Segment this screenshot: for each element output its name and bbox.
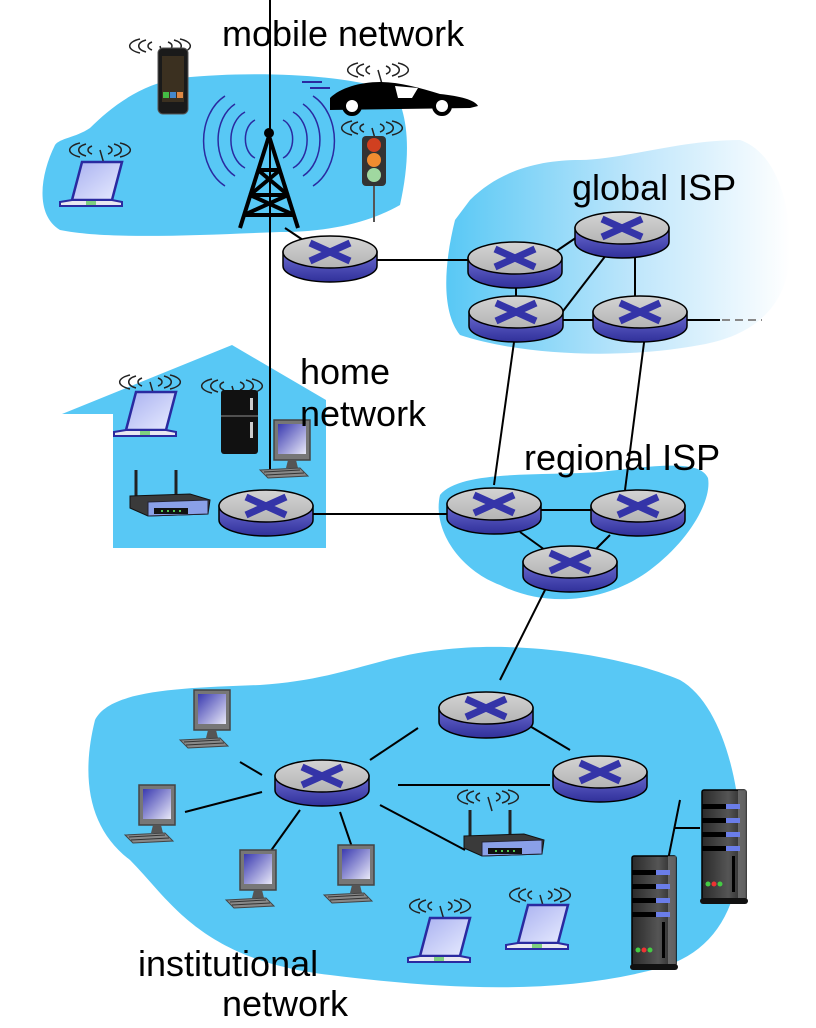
router-icon[interactable] xyxy=(219,490,313,536)
label-regional-isp: regional ISP xyxy=(524,437,720,478)
router-icon[interactable] xyxy=(469,296,563,342)
label-home-line2: network xyxy=(300,393,427,434)
link-global-4-regional-2 xyxy=(624,334,646,491)
link-inst-1-3 xyxy=(527,724,571,751)
server-1-icon xyxy=(629,855,679,971)
router-icon[interactable] xyxy=(283,236,377,282)
server-2-icon xyxy=(699,789,749,905)
refrigerator-icon xyxy=(200,378,264,454)
link-inst-2-desk2 xyxy=(184,791,263,813)
link-inst-2-ap xyxy=(379,804,466,851)
router-icon[interactable] xyxy=(553,756,647,802)
link-inst-2-desk3 xyxy=(269,809,301,853)
cell-tower-icon xyxy=(202,95,336,229)
label-institutional-line2: network xyxy=(222,983,349,1024)
link-global-2-3 xyxy=(559,249,611,316)
link-inst-2-desk4 xyxy=(339,811,354,851)
link-inst-1-2 xyxy=(369,727,419,761)
link-global-3-regional-1 xyxy=(493,334,516,486)
traffic-light-icon xyxy=(340,120,404,222)
link-regional-2-3 xyxy=(594,534,611,551)
router-icon[interactable] xyxy=(593,296,687,342)
router-icon[interactable] xyxy=(523,546,617,592)
label-institutional-line1: institutional xyxy=(138,943,318,984)
link-regional-1-3 xyxy=(519,531,546,551)
label-home-line1: home xyxy=(300,351,390,392)
label-mobile-network: mobile network xyxy=(222,13,465,54)
link-regional-inst xyxy=(499,589,546,681)
router-icon[interactable] xyxy=(447,488,541,534)
router-icon[interactable] xyxy=(275,760,369,806)
router-icon[interactable] xyxy=(468,242,562,288)
link-inst-3-server1 xyxy=(667,799,681,861)
label-global-isp: global ISP xyxy=(572,167,736,208)
router-icon[interactable] xyxy=(575,212,669,258)
link-inst-2-desk1 xyxy=(239,761,263,776)
car-icon xyxy=(302,62,478,116)
smartphone-icon xyxy=(128,38,192,115)
region-mobile-network xyxy=(42,74,407,236)
router-icon[interactable] xyxy=(439,692,533,738)
router-icon[interactable] xyxy=(591,490,685,536)
